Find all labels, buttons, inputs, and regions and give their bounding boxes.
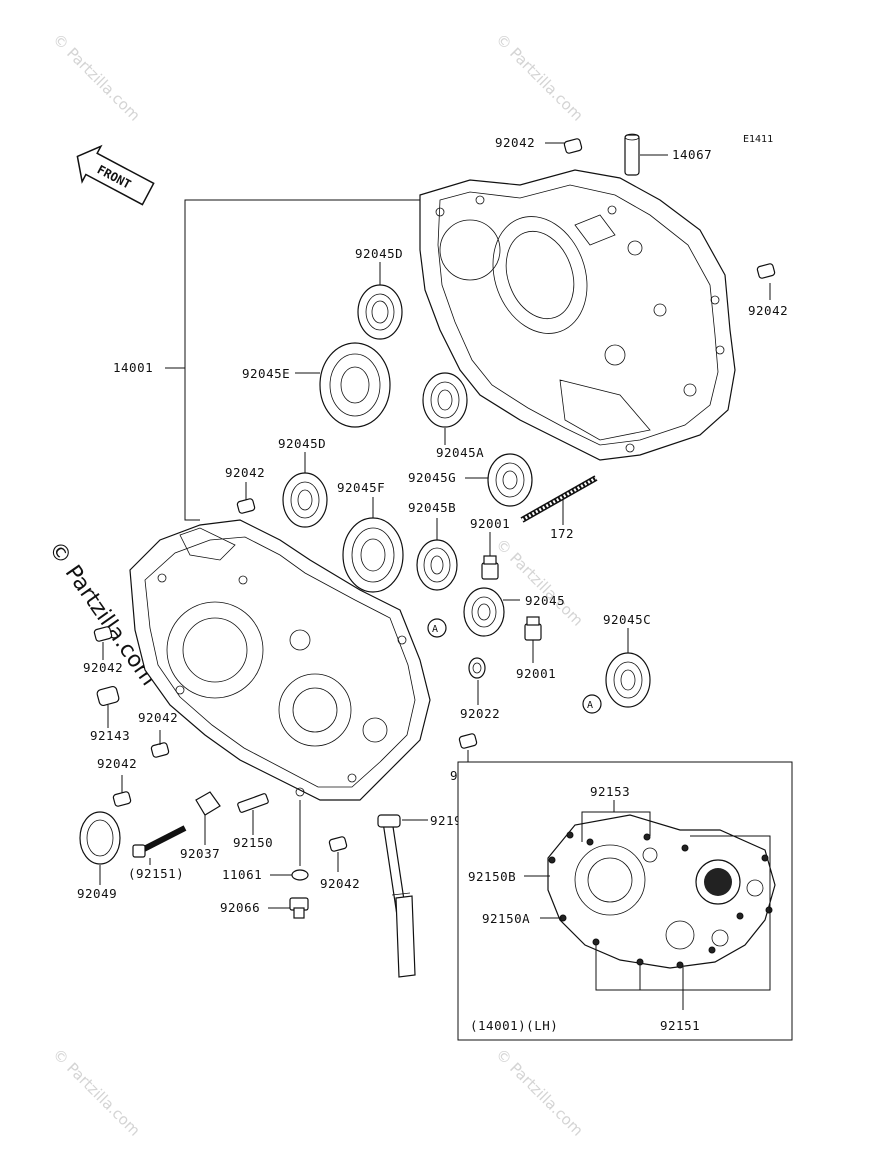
nipple-92150 [237, 793, 269, 813]
callout-92049: 92049 [77, 886, 117, 901]
callout-92153: 92153 [590, 784, 630, 799]
gasket-11061 [291, 869, 309, 881]
bearing-92045A [422, 372, 468, 428]
bearing-92045B [416, 539, 458, 591]
bearing-92045D-mid [282, 472, 328, 528]
plug-92001-mid [524, 616, 542, 641]
callout-92045C: 92045C [603, 612, 651, 627]
bearing-92045G [487, 453, 533, 507]
callout-92151-paren: (92151) [128, 866, 184, 881]
bolt-92151 [132, 825, 187, 858]
dowel-92042-mid [236, 498, 256, 514]
dowel-92042-right [756, 263, 776, 279]
callout-92042-mid: 92042 [225, 465, 265, 480]
callout-92150A: 92150A [482, 911, 530, 926]
callout-14001: 14001 [113, 360, 153, 375]
callout-92045B: 92045B [408, 500, 456, 515]
callout-14067: 14067 [672, 147, 712, 162]
bearing-92045 [463, 587, 505, 637]
ref-a-1: A [427, 618, 447, 638]
callout-172: 172 [550, 526, 574, 541]
bearing-92045D-top [357, 284, 403, 340]
callout-11061: 11061 [222, 867, 262, 882]
callout-92001-top: 92001 [470, 516, 510, 531]
callout-92042-bottom: 92042 [320, 876, 360, 891]
bearing-92045C [605, 652, 651, 708]
ref-a-2: A [582, 694, 602, 714]
bearing-92045F [342, 517, 404, 593]
callout-92045: 92045 [525, 593, 565, 608]
callout-92042-left2: 92042 [138, 710, 178, 725]
dowel-92042-top [563, 138, 583, 154]
plug-92001-top [481, 555, 499, 580]
washer-92022 [468, 657, 486, 679]
collar-92143 [96, 685, 120, 707]
watermark-bottom-left: © Partzilla.com [49, 1045, 144, 1140]
callout-92045F: 92045F [337, 480, 385, 495]
callout-92045D-mid: 92045D [278, 436, 326, 451]
dowel-92042-lower [458, 733, 478, 749]
crankcase-left-half [129, 519, 431, 801]
leader-lines [99, 142, 771, 909]
dowel-92042-left2 [150, 742, 170, 758]
callout-92150: 92150 [233, 835, 273, 850]
watermark-top-left: © Partzilla.com [49, 30, 144, 125]
callout-92143: 92143 [90, 728, 130, 743]
callout-92042-left: 92042 [83, 660, 123, 675]
dowel-92042-left [93, 626, 113, 642]
stud-172 [520, 475, 598, 523]
bearing-92045E [319, 342, 391, 428]
hose-92190 [377, 814, 416, 978]
callout-92042-top: 92042 [495, 135, 535, 150]
callout-92037: 92037 [180, 846, 220, 861]
callout-92042-right: 92042 [748, 303, 788, 318]
ref-a-1-label: A [432, 624, 438, 635]
callout-92001-mid: 92001 [516, 666, 556, 681]
figure-code: E1411 [743, 134, 773, 145]
callout-92022: 92022 [460, 706, 500, 721]
dowel-92042-left3 [112, 791, 132, 807]
pipe-14067 [624, 133, 640, 176]
front-arrow-icon: FRONT [76, 144, 155, 206]
callout-92042-left3: 92042 [97, 756, 137, 771]
bracket-92037 [195, 791, 221, 816]
inset-caption: (14001)(LH) [470, 1018, 558, 1033]
callout-labels: 92042 14067 92042 92045D 14001 92045E 92… [77, 135, 788, 915]
crankcase-right-half [419, 169, 736, 461]
callout-92066: 92066 [220, 900, 260, 915]
seal-92049 [79, 811, 121, 865]
inset-lh-crankcase: 92153 92150B 92150A 92151 (14001)(LH) [457, 761, 793, 1041]
ref-a-2-label: A [587, 700, 593, 711]
callout-92151: 92151 [660, 1018, 700, 1033]
callout-92150B: 92150B [468, 869, 516, 884]
watermark-top-right: © Partzilla.com [492, 30, 587, 125]
callout-92045A: 92045A [436, 445, 484, 460]
watermark-bottom-right: © Partzilla.com [492, 1045, 587, 1140]
inset-bolt-holes [548, 831, 773, 969]
crankcase-bracket [165, 199, 420, 521]
dowel-92042-bottom [328, 836, 348, 852]
plug-92066 [289, 897, 309, 919]
callout-92045E: 92045E [242, 366, 290, 381]
callout-92045G: 92045G [408, 470, 456, 485]
callout-92045D-top: 92045D [355, 246, 403, 261]
watermark-mid-right: © Partzilla.com [492, 535, 587, 630]
